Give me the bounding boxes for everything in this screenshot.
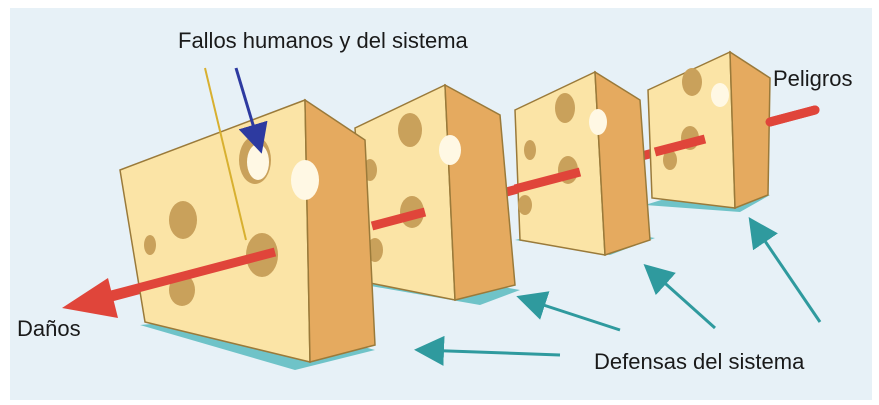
damage-arrowhead-icon <box>62 278 118 318</box>
defense-pointer-2 <box>522 298 620 330</box>
cheese-slice-1 <box>120 100 375 370</box>
damages-label: Daños <box>17 318 81 340</box>
defenses-label: Defensas del sistema <box>594 351 804 373</box>
human-failures-label: Fallos humanos y del sistema <box>178 30 468 52</box>
defense-pointer-1 <box>420 350 560 355</box>
cheese-slice-3 <box>515 72 655 255</box>
defense-pointer-4 <box>752 222 820 322</box>
cheese-slice-4 <box>645 52 770 212</box>
defense-pointer-3 <box>648 268 715 328</box>
cheese-slice-2 <box>355 85 520 305</box>
hazards-label: Peligros <box>773 68 852 90</box>
